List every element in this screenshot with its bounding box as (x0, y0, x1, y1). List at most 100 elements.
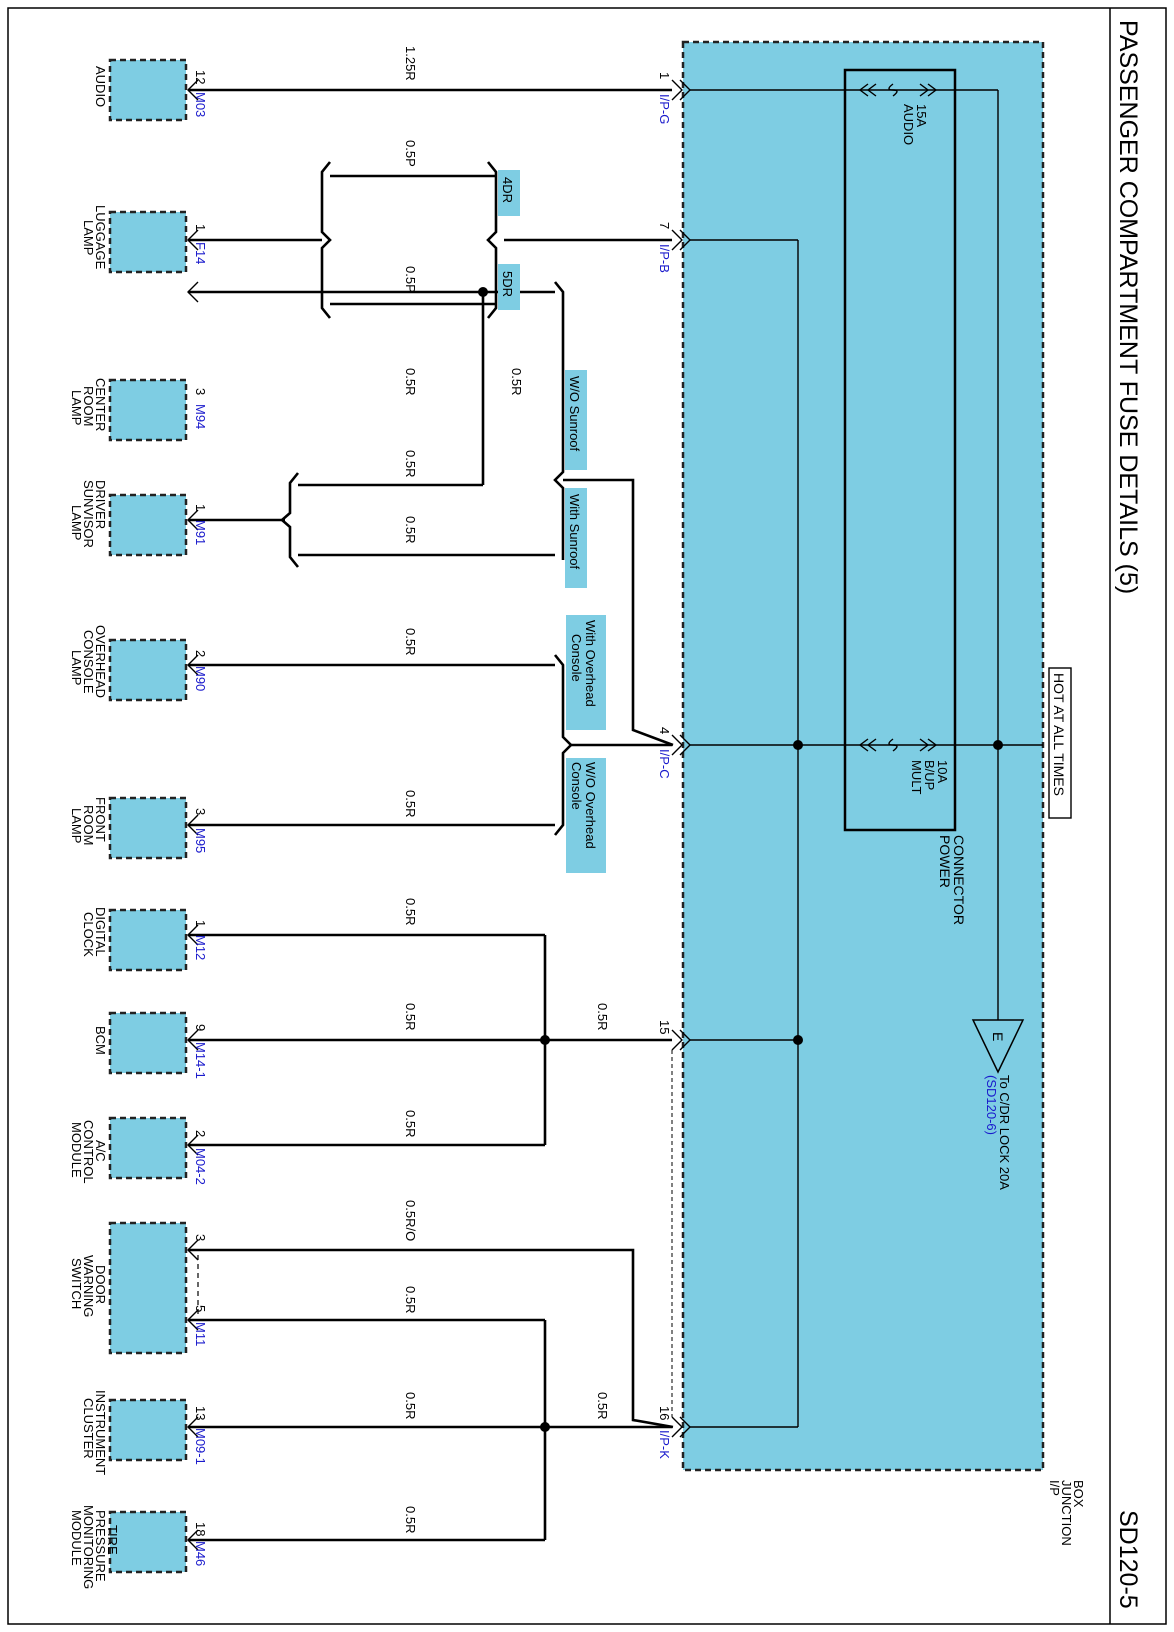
svg-text:M12: M12 (193, 935, 208, 960)
svg-text:ROOM: ROOM (81, 805, 96, 845)
svg-text:BOX: BOX (1071, 1480, 1086, 1508)
svg-text:CONSOLE: CONSOLE (81, 630, 96, 694)
wire-label: 0.5R (509, 368, 524, 395)
svg-text:PRESSURE: PRESSURE (93, 1510, 108, 1582)
jb-pin-number: 15 (657, 1020, 672, 1034)
svg-text:CONNECTOR: CONNECTOR (951, 835, 967, 925)
component-digital-clock: 1 M12 DIGITAL CLOCK (81, 907, 208, 972)
option-4dr: 4DR (500, 177, 515, 203)
svg-text:LAMP: LAMP (69, 808, 84, 843)
jb-pin-number: 7 (657, 222, 672, 229)
svg-text:M90: M90 (193, 666, 208, 691)
wire-label: 0.5P (403, 140, 418, 167)
splice-dot (540, 1035, 550, 1045)
svg-text:MODULE: MODULE (69, 1122, 84, 1178)
svg-text:3: 3 (193, 388, 208, 395)
svg-text:5: 5 (193, 1305, 208, 1312)
jb-pin-conn: I/P-B (657, 244, 672, 273)
splice-dot (993, 740, 1003, 750)
svg-text:13: 13 (193, 1406, 208, 1420)
svg-text:POWER: POWER (937, 835, 953, 888)
wire-label: 0.5R (403, 790, 418, 817)
jb-pin-conn: I/P-C (657, 749, 672, 779)
svg-text:M04-2: M04-2 (193, 1148, 208, 1185)
wire-door3 (188, 1248, 674, 1429)
wire-label: 0.5R (403, 368, 418, 395)
wire-label: 0.5R (403, 1506, 418, 1533)
junction-box (681, 40, 1045, 1472)
power-connector (843, 68, 957, 832)
svg-text:CLOCK: CLOCK (81, 912, 96, 957)
svg-text:M03: M03 (193, 92, 208, 117)
wire-label: 0.5R (595, 1392, 610, 1419)
wire-label: 0.5R (595, 1003, 610, 1030)
svg-text:With Overhead: With Overhead (583, 620, 598, 707)
jb-pin-number: 4 (657, 727, 672, 734)
svg-text:JUNCTION: JUNCTION (1059, 1480, 1074, 1546)
splice-dot (793, 1035, 803, 1045)
option-with-overhead-bg (566, 615, 606, 730)
jb-pin-conn: I/P-K (657, 1430, 672, 1459)
svg-text:M09-1: M09-1 (193, 1428, 208, 1465)
wire-label: 0.5R (403, 1003, 418, 1030)
svg-text:MULT: MULT (909, 760, 924, 794)
wire-label: 0.5R (403, 628, 418, 655)
svg-text:M94: M94 (193, 404, 208, 429)
svg-text:3: 3 (193, 808, 208, 815)
wire-label: 0.5P (403, 266, 418, 293)
svg-text:ROOM: ROOM (81, 386, 96, 426)
component-audio: 12 M03 AUDIO (93, 58, 208, 122)
junction-box-label: I/P JUNCTION BOX (1047, 1480, 1086, 1546)
svg-text:W/O Overhead: W/O Overhead (583, 762, 598, 849)
svg-text:I/P: I/P (1047, 1480, 1062, 1496)
option-with-overhead: With Overhead Console (569, 620, 598, 707)
svg-text:LAMP: LAMP (69, 505, 84, 540)
svg-text:MONITORING: MONITORING (81, 1505, 96, 1589)
option-with-sunroof-bg (565, 488, 587, 588)
option-wo-overhead: W/O Overhead Console (569, 762, 598, 849)
svg-text:(SD120-6): (SD120-6) (984, 1075, 999, 1135)
svg-text:1: 1 (193, 224, 208, 231)
component-center-room-lamp: 3 M94 CENTER ROOM LAMP (69, 281, 208, 442)
component-ac-control-module: 2 M04-2 A/C CONTROL MODULE (69, 1116, 208, 1185)
svg-text:M95: M95 (193, 828, 208, 853)
svg-text:Console: Console (569, 634, 584, 682)
ref-e-text: To C/DR LOCK 20A (SD120-6) (984, 1075, 1012, 1190)
svg-text:M46: M46 (193, 1541, 208, 1566)
svg-text:OVERHEAD: OVERHEAD (93, 625, 108, 698)
wire-label: 0.5R (403, 450, 418, 477)
svg-text:2: 2 (193, 650, 208, 657)
svg-text:DRIVER: DRIVER (93, 480, 108, 529)
svg-text:BCM: BCM (93, 1026, 108, 1055)
svg-text:A/C: A/C (93, 1140, 108, 1162)
audio-fuse-label: AUDIO 15A (901, 104, 929, 145)
svg-text:2: 2 (193, 1130, 208, 1137)
component-tire-pressure-monitoring-module: 18 M46 TIRE PRESSURE MONITORING MODULE (69, 1505, 208, 1589)
component-luggage-lamp: 1 F14 LUGGAGE LAMP (81, 205, 208, 274)
svg-text:B/UP: B/UP (922, 760, 937, 790)
ref-e-symbol: E (990, 1032, 1006, 1041)
jb-pin-conn: I/P-G (657, 94, 672, 124)
splice-dot (540, 1422, 550, 1432)
option-wo-sunroof-bg (565, 370, 587, 470)
option-5dr: 5DR (500, 271, 515, 297)
page-title: PASSENGER COMPARTMENT FUSE DETAILS (5) (1114, 20, 1142, 594)
svg-text:WARNING: WARNING (81, 1255, 96, 1317)
wire-sunroof-to-pin4 (563, 478, 674, 747)
svg-text:SWITCH: SWITCH (69, 1258, 84, 1309)
svg-text:Console: Console (569, 762, 584, 810)
svg-text:LAMP: LAMP (69, 390, 84, 425)
wire-luggage-jb (486, 161, 498, 319)
power-connector-label: POWER CONNECTOR (937, 835, 967, 925)
multbup-fuse-label: MULT B/UP 10A (909, 760, 950, 794)
wire-label: 0.5R (403, 1110, 418, 1137)
svg-text:F14: F14 (193, 242, 208, 264)
splice-dot (478, 287, 488, 297)
svg-text:12: 12 (193, 70, 208, 84)
jb-pin-number: 1 (657, 72, 672, 79)
component-door-warning-switch: 3 5 M11 DOOR WARNING SWITCH (69, 1221, 208, 1355)
wire-luggage-4dr (320, 161, 332, 319)
option-wo-sunroof: W/O Sunroof (567, 376, 582, 452)
page-code: SD120-5 (1114, 1510, 1142, 1609)
